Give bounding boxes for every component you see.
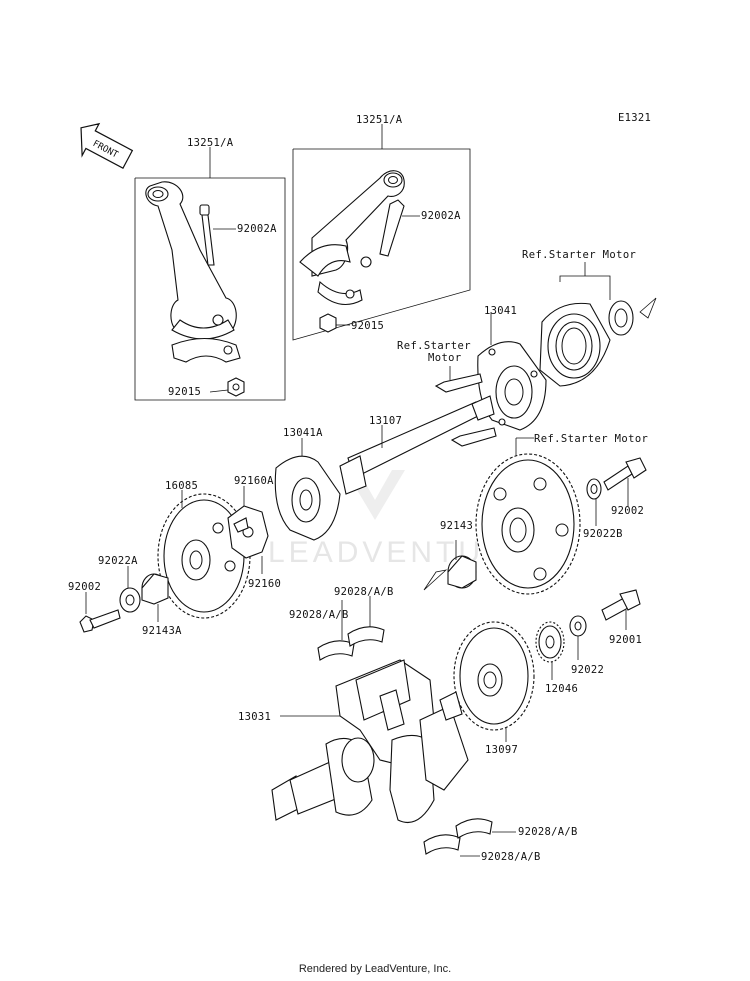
label-13251a-left: 13251/A — [187, 137, 234, 149]
conrod-left-group — [134, 147, 286, 401]
conrod-right-group — [292, 124, 471, 341]
label-92002-right: 92002 — [611, 505, 644, 517]
label-92015-right: 92015 — [351, 320, 384, 332]
label-92028-3: 92028/A/B — [518, 826, 578, 838]
label-12046: 12046 — [545, 683, 578, 695]
diagram-code: E1321 — [618, 112, 651, 124]
label-13107: 13107 — [369, 415, 402, 427]
label-92160: 92160 — [248, 578, 281, 590]
ref-starter-motor-mid-2: Motor — [428, 352, 462, 364]
label-92022: 92022 — [571, 664, 604, 676]
starter-clutch-ring — [539, 302, 611, 387]
label-92143a: 92143A — [142, 625, 182, 637]
label-92143: 92143 — [440, 520, 473, 532]
label-92028-4: 92028/A/B — [481, 851, 541, 863]
part-16085-gear — [157, 493, 251, 619]
label-92028-1: 92028/A/B — [334, 586, 394, 598]
part-13041 — [477, 341, 547, 431]
label-13097: 13097 — [485, 744, 518, 756]
label-92015-left: 92015 — [168, 386, 201, 398]
label-13031: 13031 — [238, 711, 271, 723]
label-92160a: 92160A — [234, 475, 274, 487]
label-92002a-right: 92002A — [421, 210, 461, 222]
ref-starter-motor-right: Ref.Starter Motor — [534, 433, 648, 445]
label-92002-left: 92002 — [68, 581, 101, 593]
label-92022b: 92022B — [583, 528, 623, 540]
ref-starter-motor-mid-1: Ref.Starter — [397, 340, 471, 352]
part-13041a — [274, 455, 341, 541]
label-92022a: 92022A — [98, 555, 138, 567]
label-13041: 13041 — [484, 305, 517, 317]
label-13041a: 13041A — [283, 427, 323, 439]
label-92001: 92001 — [609, 634, 642, 646]
starter-driven-gear — [475, 453, 581, 595]
label-92028-2: 92028/A/B — [289, 609, 349, 621]
label-92002a-left: 92002A — [237, 223, 277, 235]
footer-credit: Rendered by LeadVenture, Inc. — [298, 963, 452, 975]
part-12046-gear — [535, 621, 565, 663]
ref-starter-motor-top: Ref.Starter Motor — [522, 249, 636, 261]
label-16085: 16085 — [165, 480, 198, 492]
part-92160-damper — [227, 505, 269, 559]
part-13031-crankshaft — [271, 659, 469, 824]
part-13107-shaft — [339, 395, 495, 495]
label-13251a-right: 13251/A — [356, 114, 403, 126]
part-13097-gear — [453, 621, 535, 731]
front-arrow-icon: FRONT — [80, 122, 134, 170]
